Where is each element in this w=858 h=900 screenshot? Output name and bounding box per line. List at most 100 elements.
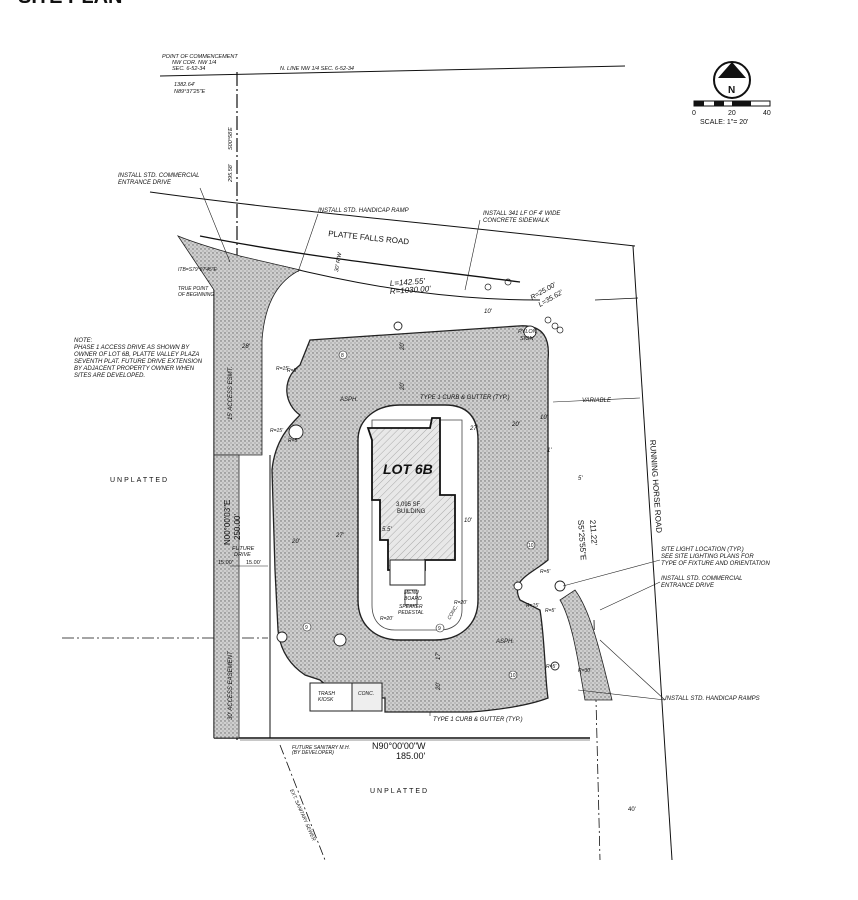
scale-tick-20: 20 — [728, 110, 736, 117]
entrance-top-note-2: ENTRANCE DRIVE — [118, 180, 172, 186]
entrance-east-note-2: ENTRANCE DRIVE — [661, 583, 715, 589]
radius-5-c: R=5' — [540, 569, 551, 575]
dim-10-b: 10' — [464, 518, 473, 524]
site-light-note-2: SEE SITE LIGHTING PLANS FOR — [661, 554, 754, 560]
page-title: SITE PLAN — [18, 0, 122, 8]
future-mh-2: (BY DEVELOPER) — [292, 750, 334, 756]
site-light-note-3: TYPE OF FIXTURE AND ORIENTATION — [661, 561, 770, 567]
sidewalk-note-1: INSTALL 341 LF OF 4' WIDE — [483, 211, 561, 217]
future-drive-2: DRIVE — [234, 552, 251, 558]
ext-sewer-label: EXT. SANITARY SEWER — [288, 788, 316, 842]
dim-10-c: 10' — [484, 309, 493, 315]
unplatted-south: UNPLATTED — [370, 788, 429, 795]
road-name-platte: PLATTE FALLS ROAD — [328, 229, 410, 246]
conc-label: CONC. — [358, 691, 374, 697]
dim-17: 17' — [436, 651, 442, 660]
west-distance: 250.00' — [233, 514, 242, 540]
radius-15-c: R=15' — [526, 603, 540, 609]
lot-label: LOT 6B — [383, 461, 433, 477]
radius-30: R=30' — [578, 668, 592, 674]
concrete-areas — [176, 235, 613, 739]
true-point-2: OF BEGINNING — [178, 292, 214, 298]
trash-kiosk-1: TRASH — [318, 691, 335, 697]
dim-27-a: 27' — [469, 426, 479, 432]
dim-20-c: 20' — [511, 422, 521, 428]
radius-15-b: R=15' — [270, 428, 284, 434]
scale-tick-0: 0 — [692, 110, 696, 117]
scale-text: SCALE: 1"= 20' — [700, 119, 748, 126]
speaker-2: PEDESTAL — [398, 610, 424, 616]
left-bearing: S00°58'E — [228, 127, 234, 150]
phase-note-2: PHASE 1 ACCESS DRIVE AS SHOWN BY — [74, 345, 190, 351]
building-label: BUILDING — [397, 509, 426, 515]
access-esmt-label: 15' ACCESS ESMT. — [228, 366, 234, 420]
scale-bar: 0 20 40 SCALE: 1"= 20' — [692, 100, 771, 126]
left-distance: 295.58' — [228, 163, 234, 183]
east-distance: 211.22' — [588, 520, 599, 546]
access-easement-label: 30' ACCESS EASEMENT — [228, 650, 234, 720]
dim-15-a: 15.00' — [218, 560, 233, 566]
south-bearing: N90°00'00"W — [372, 741, 426, 751]
speaker-pedestal-box — [404, 589, 418, 606]
radius-5-a: R=5' — [287, 368, 298, 374]
building-area: 3,095 SF — [396, 502, 421, 508]
scale-tick-40: 40 — [763, 110, 771, 117]
menu-board-2: BOARD — [404, 596, 422, 602]
dim-10-a: 10' — [540, 415, 549, 421]
bearing-small: ITB=S79°07'45"E — [178, 267, 217, 273]
curb-gutter-bottom: TYPE 1 CURB & GUTTER (TYP.) — [433, 717, 523, 723]
phase-note-5: BY ADJACENT PROPERTY OWNER WHEN — [74, 366, 195, 372]
true-point-1: TRUE POINT — [178, 286, 209, 292]
commencement-d2: N89°37'25"E — [174, 89, 206, 95]
trash-kiosk-2: KIOSK — [318, 697, 334, 703]
radius-20-a: R=20' — [380, 616, 394, 622]
sidewalk-note-2: CONCRETE SIDEWALK — [483, 218, 550, 224]
radius-5-d: R=5' — [545, 608, 556, 614]
dim-20-b: 20' — [400, 381, 406, 391]
dim-15-b: 15.00' — [246, 560, 261, 566]
phase-note: NOTE: PHASE 1 ACCESS DRIVE AS SHOWN BY O… — [74, 338, 203, 379]
commencement-d1: 1382.64' — [174, 82, 196, 88]
dim-20-e: 20' — [436, 681, 442, 691]
handicap-ramps-note: INSTALL STD. HANDICAP RAMPS — [665, 696, 760, 702]
dim-40: 40' — [628, 807, 636, 813]
commencement-block: POINT OF COMMENCEMENT NW COR. NW 1/4 SEC… — [162, 54, 238, 95]
dim-5-5: 5.5' — [382, 527, 392, 533]
commencement-l1: POINT OF COMMENCEMENT — [162, 54, 238, 60]
stall-number-10b: 10 — [510, 673, 516, 679]
north-label: N — [728, 85, 735, 96]
dim-5: 5' — [578, 476, 583, 482]
commencement-l3: SEC. 6-52-34 — [172, 66, 205, 72]
radius-15-a: R=15' — [276, 366, 290, 372]
phase-note-3: OWNER OF LOT 6B, PLATTE VALLEY PLAZA — [74, 352, 199, 358]
leader-lines — [199, 187, 666, 741]
future-drive-1: FUTURE — [232, 546, 255, 552]
speaker-1: SPEAKER — [399, 604, 423, 610]
site-lights — [276, 321, 566, 671]
radius-5-b: R=5' — [288, 438, 299, 444]
site-light-note-1: SITE LIGHT LOCATION (TYP.) — [661, 547, 744, 553]
entrance-east-note-1: INSTALL STD. COMMERCIAL — [661, 576, 742, 582]
trash-kiosk-pad — [351, 682, 383, 712]
handicap-top-note: INSTALL STD. HANDICAP RAMP — [318, 208, 409, 214]
menu-board-1: MENU — [404, 590, 419, 596]
unplatted-west: UNPLATTED — [110, 477, 169, 484]
east-bearing: S5°25'55"E — [576, 520, 588, 561]
trash-kiosk — [309, 682, 353, 712]
stall-number-9a: 9 — [305, 625, 308, 631]
asph-label-2: ASPH. — [495, 639, 514, 645]
dim-20-d: 20' — [291, 539, 301, 545]
north-line-label: N. LINE NW 1/4 SEC. 6-52-34 — [280, 66, 354, 72]
asph-label-1: ASPH. — [339, 397, 358, 403]
phase-note-1: NOTE: — [74, 338, 93, 344]
phase-note-4: SEVENTH PLAT. FUTURE DRIVE EXTENSION — [74, 359, 203, 365]
variable-label: VARIABLE — [582, 398, 612, 404]
future-mh-1: FUTURE SANITARY M.H. — [292, 745, 350, 751]
row-label: 30' R/W — [334, 251, 343, 272]
radius-5-e: R=5' — [546, 664, 557, 670]
commencement-l2: NW COR. NW 1/4 — [172, 60, 216, 66]
pylon-sign-2: SIGN — [520, 336, 533, 342]
phase-note-6: SITES ARE DEVELOPED. — [74, 373, 145, 379]
south-distance: 185.00' — [396, 751, 426, 761]
stall-number-8: 8 — [341, 353, 344, 359]
